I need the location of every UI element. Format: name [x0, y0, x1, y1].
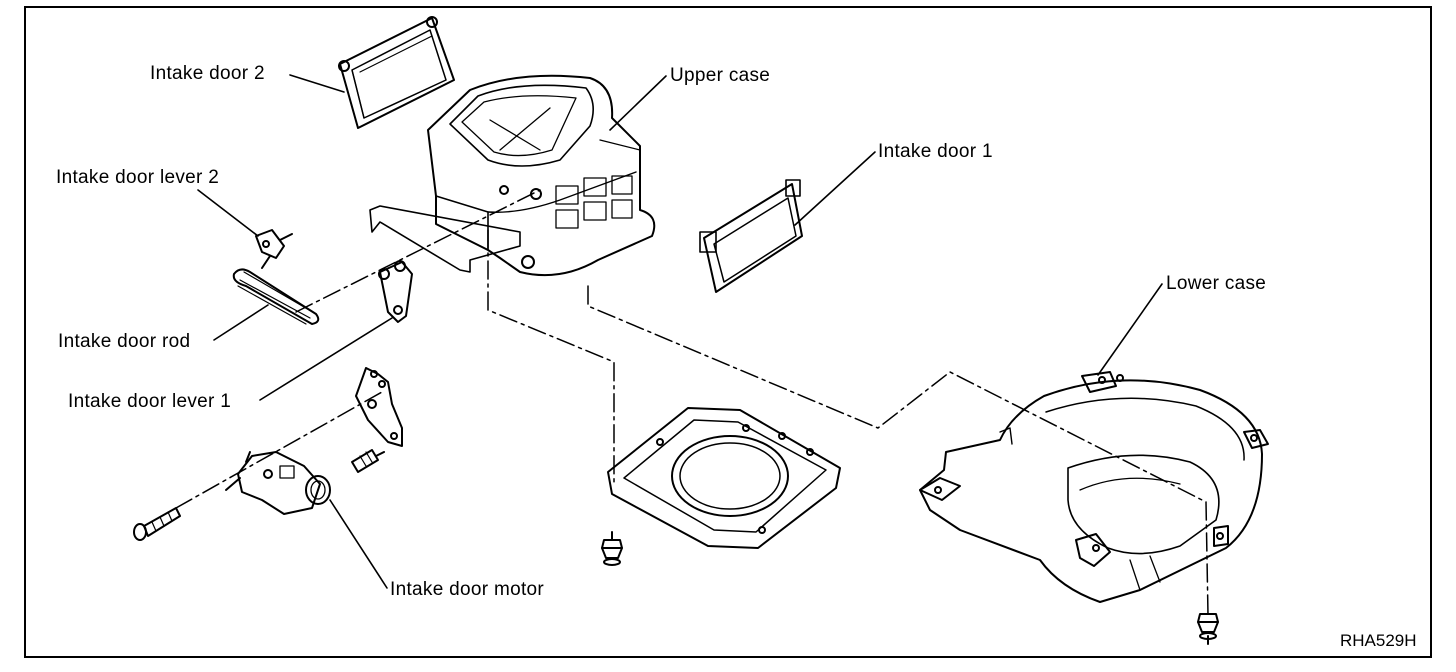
motor-screw-part [133, 507, 181, 541]
assembly-lines [175, 189, 1209, 616]
label-upper-case: Upper case [670, 65, 771, 86]
motor-bracket-part [355, 367, 403, 447]
intake-door-rod-part [232, 268, 320, 325]
intake-door-motor-part [225, 451, 331, 515]
lower-case-bolt-part [1197, 613, 1219, 645]
intake-door-lever-1-part [378, 260, 413, 323]
label-lower-case: Lower case [1166, 273, 1267, 294]
diagram-frame [24, 6, 1432, 658]
label-intake-door-rod: Intake door rod [58, 331, 191, 352]
label-intake-door-2: Intake door 2 [150, 63, 265, 84]
label-intake-door-lever-1: Intake door lever 1 [68, 391, 232, 412]
intake-door-2-part [338, 16, 455, 129]
gasket-bolt-part [601, 531, 623, 566]
intake-door-lever-2-part [255, 229, 293, 269]
intake-door-1-part [699, 179, 803, 293]
label-intake-door-motor: Intake door motor [390, 579, 545, 600]
lower-case-part [919, 371, 1269, 603]
gasket-plate-part [607, 407, 841, 549]
figure-code: RHA529H [1340, 631, 1417, 650]
bracket-screw-part [351, 449, 385, 473]
label-intake-door-lever-2: Intake door lever 2 [56, 167, 220, 188]
leader-lines [197, 74, 1163, 589]
upper-case-part [369, 74, 656, 277]
label-intake-door-1: Intake door 1 [878, 141, 993, 162]
